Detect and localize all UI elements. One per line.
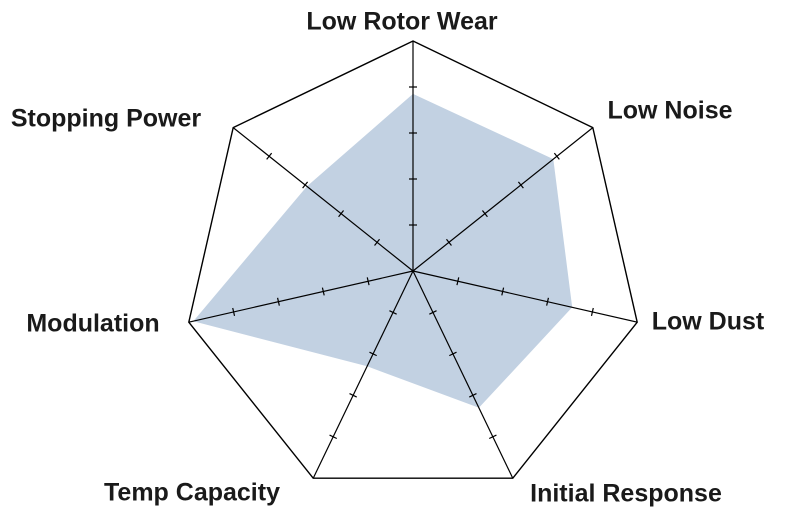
axis-tick — [429, 310, 437, 315]
axis-label: Stopping Power — [11, 105, 202, 133]
axis-tick — [389, 310, 397, 315]
axis-tick — [302, 181, 309, 189]
axis-spoke — [412, 127, 594, 272]
axis-tick — [456, 277, 460, 286]
axis-tick — [266, 152, 273, 160]
axis-label: Low Noise — [607, 97, 732, 125]
axis-tick — [546, 297, 550, 306]
axis-tick — [329, 434, 338, 440]
axis-tick — [446, 238, 452, 246]
outer-frame — [188, 40, 638, 479]
axis-label: Temp Capacity — [104, 479, 280, 507]
series-area-0 — [193, 93, 573, 408]
axis-spoke — [232, 127, 414, 272]
axis-tick — [338, 210, 345, 218]
axis-spoke — [312, 270, 414, 479]
axis-label: Initial Response — [530, 480, 722, 508]
axis-tick — [469, 393, 477, 398]
axis-tick — [366, 277, 370, 286]
axis-tick — [488, 434, 497, 440]
axis-tick — [321, 287, 325, 296]
radar-grid-layer — [188, 40, 638, 479]
axis-tick — [590, 307, 594, 316]
axis-spoke — [188, 270, 414, 323]
axis-tick — [232, 307, 236, 316]
axis-tick — [369, 351, 377, 357]
axis-tick — [517, 181, 524, 189]
axis-tick — [374, 238, 380, 246]
series-fill-layer — [193, 93, 573, 408]
axis-spoke — [412, 270, 514, 479]
axis-tick — [501, 287, 505, 296]
axis-label: Low Rotor Wear — [306, 8, 497, 36]
axis-tick — [481, 210, 488, 218]
axis-label: Low Dust — [652, 308, 765, 336]
axis-tick — [449, 351, 457, 357]
axis-tick — [276, 297, 280, 306]
axis-tick — [553, 152, 560, 160]
axis-spoke — [412, 270, 638, 323]
axis-tick — [349, 393, 357, 398]
axis-label: Modulation — [26, 310, 159, 338]
